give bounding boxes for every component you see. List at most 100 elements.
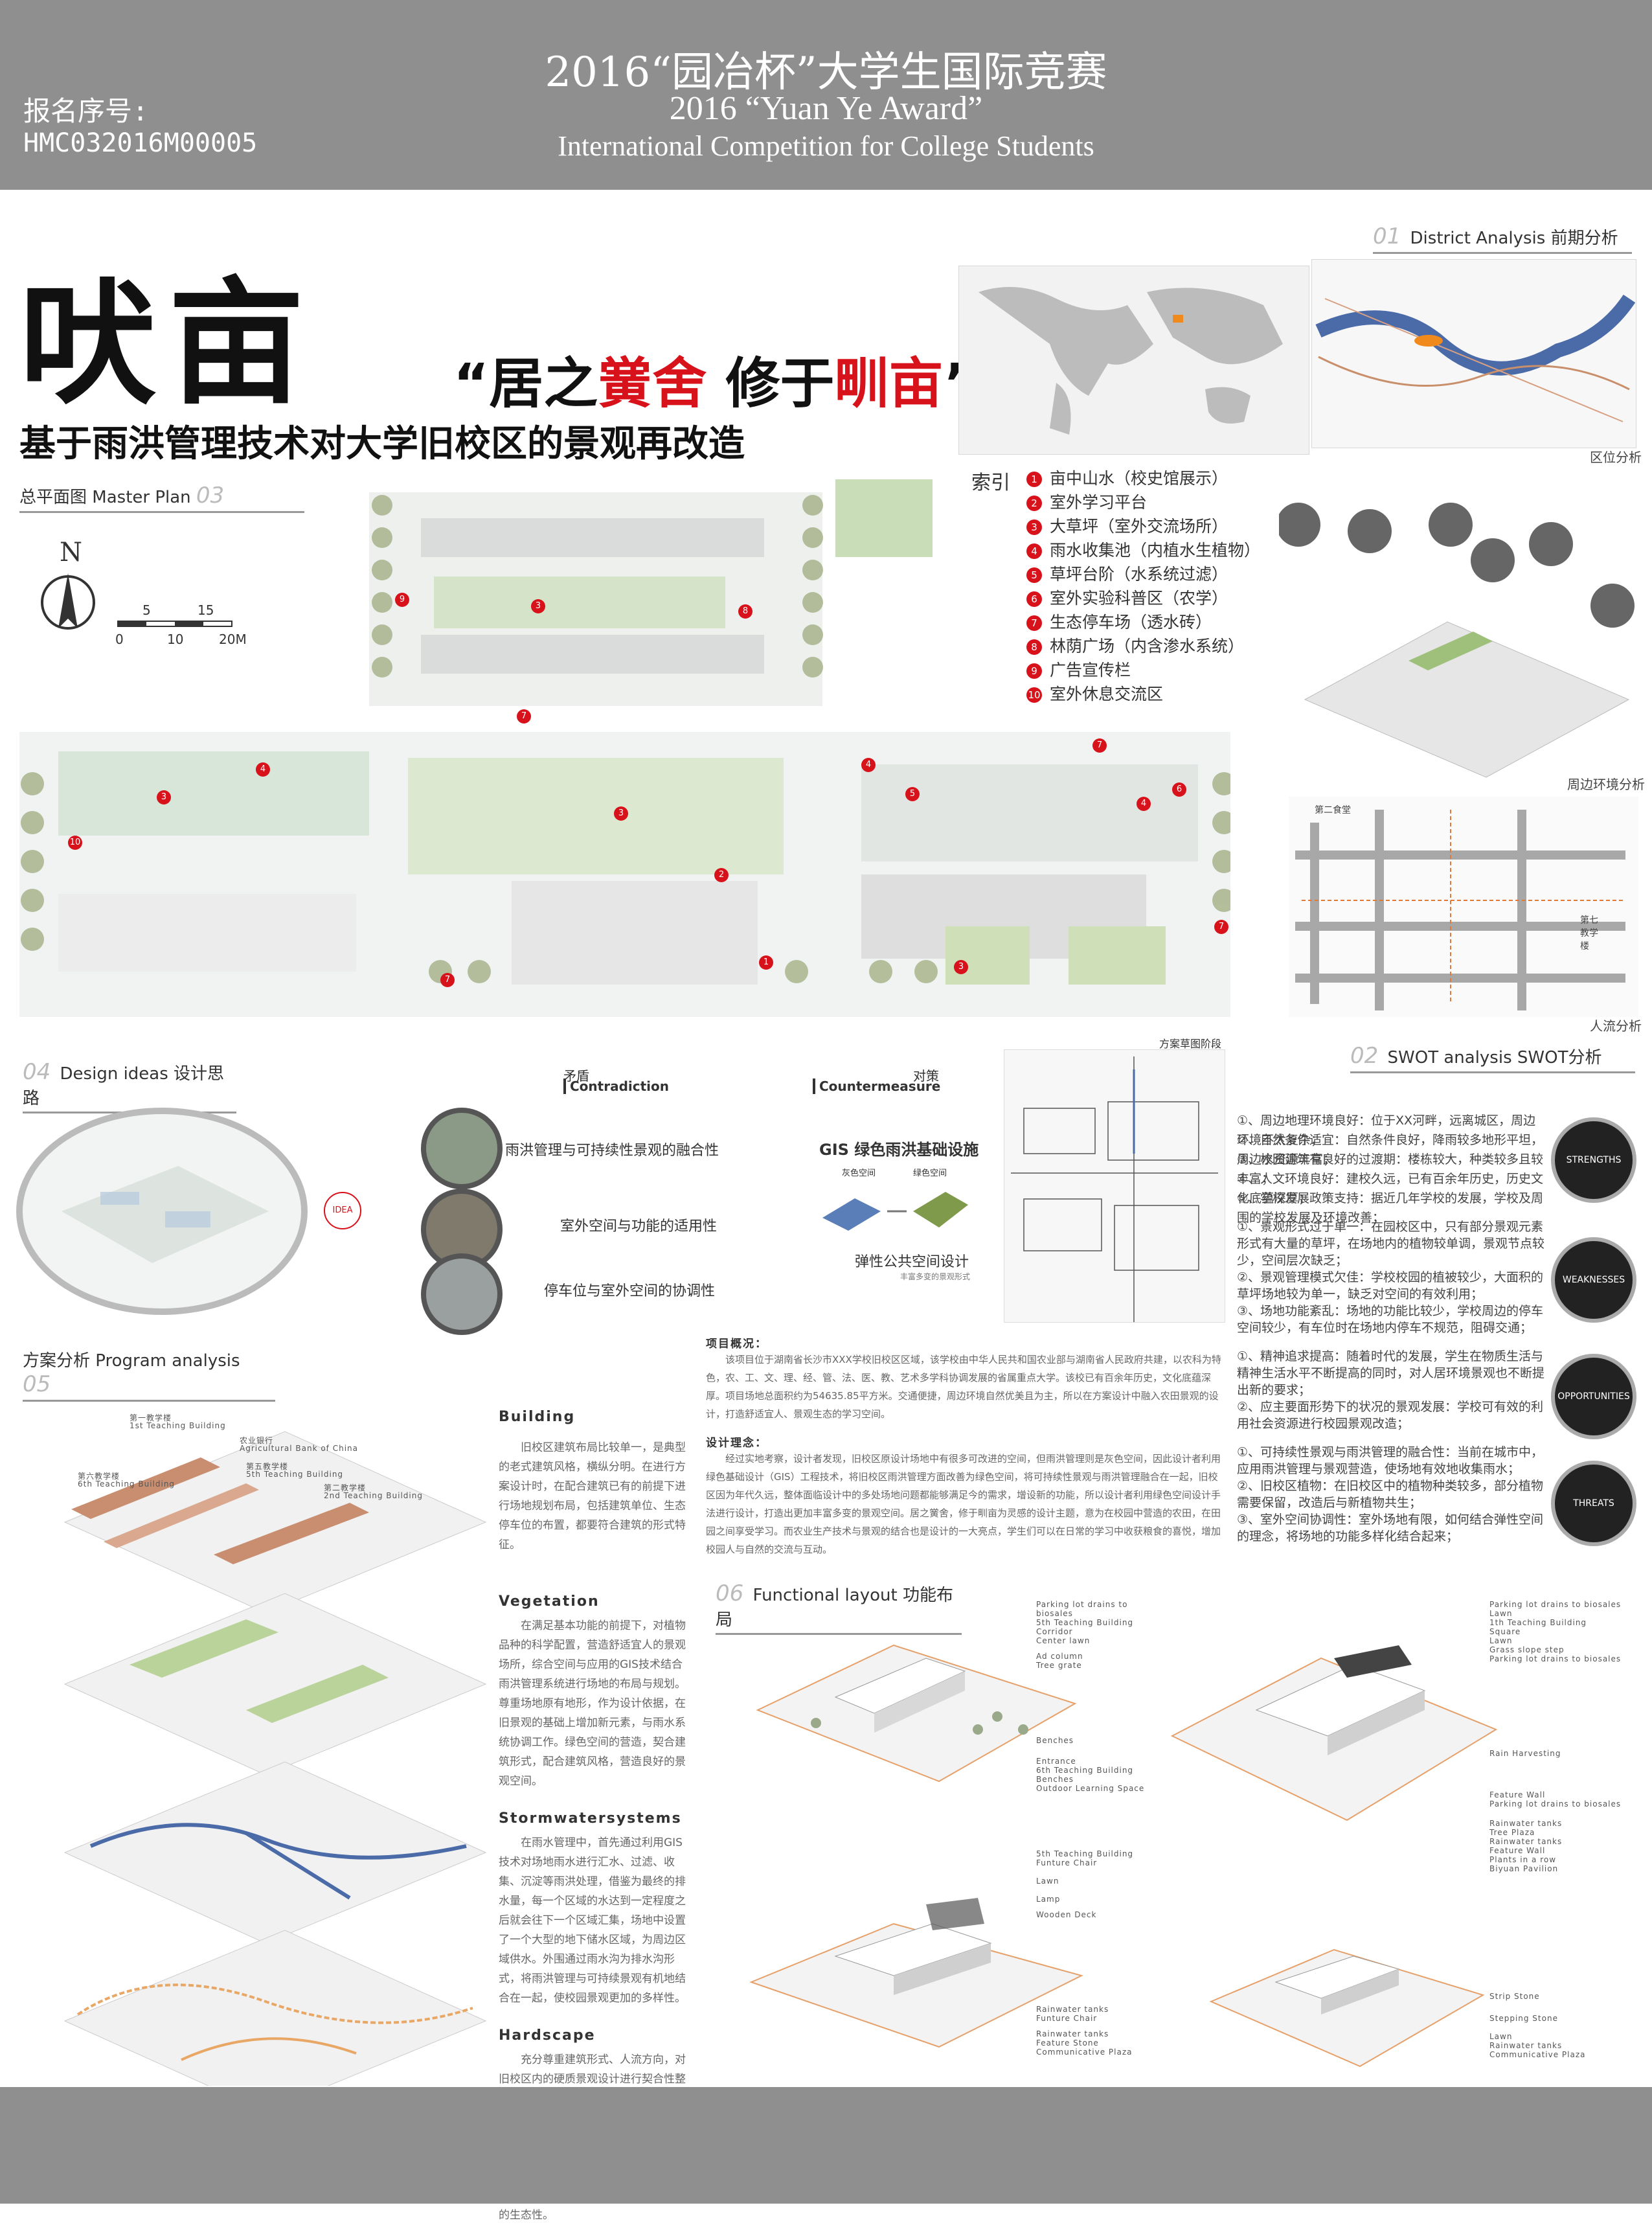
iso-label: 第五教学楼 bbox=[246, 1462, 289, 1471]
iso-label: 1st Teaching Building bbox=[130, 1421, 226, 1430]
contradiction-photo-1 bbox=[421, 1108, 503, 1189]
plan-marker-7d: 7 bbox=[1214, 920, 1228, 934]
plan-marker-2: 2 bbox=[714, 868, 729, 882]
program-num: 05 bbox=[23, 1371, 51, 1397]
functional-labels-c2: Rainwater tanks Funture Chair Rainwater … bbox=[1036, 2005, 1153, 2057]
stormwater-paragraph: 在雨水管理中，首先通过利用GIS技术对场地雨水进行汇水、过滤、收集、沉淀等雨洪处… bbox=[499, 1836, 686, 2005]
legend-label: 室外实验科普区（农学） bbox=[1050, 589, 1228, 608]
program-heading-cn: 方案分析 bbox=[23, 1351, 91, 1371]
contradiction-cn: 矛盾 bbox=[563, 1068, 589, 1084]
plan-marker-3d: 3 bbox=[954, 960, 968, 974]
swot-row: ②、应主要面形势下的状况的景观发展：学校可有效的利用社会资源进行校园景观改造； bbox=[1237, 1400, 1544, 1431]
func-label: Entrance bbox=[1036, 1757, 1076, 1766]
contradiction-photo-2 bbox=[421, 1189, 503, 1270]
functional-d-svg bbox=[1209, 1948, 1485, 2068]
registration-code: HMC032016M00005 bbox=[23, 128, 258, 158]
gray-space-label: 灰色空间 bbox=[842, 1169, 876, 1178]
gis-diagram-svg bbox=[822, 1192, 968, 1231]
program-heading: 方案分析 Program analysis 05 bbox=[23, 1347, 275, 1402]
scale-5: 5 bbox=[142, 602, 151, 618]
ideas-num: 04 bbox=[23, 1059, 51, 1085]
legend-label: 亩中山水（校史馆展示） bbox=[1050, 469, 1228, 488]
iso-label: 第一教学楼 bbox=[130, 1413, 172, 1422]
plan-marker-3a: 3 bbox=[531, 599, 545, 613]
poster-subtitle: 基于雨洪管理技术对大学旧校区的景观再改造 bbox=[19, 423, 745, 465]
area-analysis-label: 区位分析 bbox=[1590, 450, 1642, 465]
functional-drawing-c bbox=[745, 1898, 1094, 2053]
sketch-drawing-svg bbox=[1011, 1056, 1218, 1322]
plan-marker-3c: 3 bbox=[614, 806, 628, 821]
func-label: Benches bbox=[1036, 1736, 1074, 1745]
contradiction-3: 停车位与室外空间的协调性 bbox=[544, 1283, 716, 1299]
swot-list: ①、周边地理环境良好：位于XX河畔，远离城区，周边环境不太复杂； ②、自然条件适… bbox=[1237, 1111, 1548, 1545]
district-heading-en: District Analysis bbox=[1410, 229, 1546, 248]
program-text: Building 旧校区建筑布局比较单一，是典型的老式建筑风格，横纵分明。在进行… bbox=[499, 1409, 693, 2225]
functional-labels-b2: Rain Harvesting Feature Wall Parking lot… bbox=[1489, 1749, 1625, 1873]
gis-diagram bbox=[816, 1179, 971, 1237]
header-band bbox=[0, 0, 1652, 190]
func-label: Feature Stone bbox=[1036, 2038, 1099, 2048]
overview-paragraph: 该项目位于湖南省长沙市XXX学校旧校区区域，该学校由中华人民共和国农业部与湖南省… bbox=[706, 1354, 1221, 1420]
stormwater-heading: Stormwatersystems bbox=[499, 1810, 682, 1827]
func-label: Center lawn bbox=[1036, 1636, 1091, 1645]
legend-label: 大草坪（室外交流场所） bbox=[1050, 517, 1228, 536]
functional-labels-d: Strip Stone Stepping Stone Lawn Rainwate… bbox=[1489, 1992, 1619, 2059]
func-label: Biyuan Pavilion bbox=[1489, 1864, 1559, 1873]
functional-a-svg bbox=[756, 1644, 1077, 1783]
legend-label: 广告宣传栏 bbox=[1050, 661, 1131, 679]
swot-heading-text: SWOT analysis SWOT分析 bbox=[1387, 1048, 1602, 1067]
sketch-label: 方案草图阶段 bbox=[1159, 1038, 1222, 1050]
masterplan-heading-cn: 总平面图 bbox=[19, 488, 87, 507]
swot-num: 02 bbox=[1350, 1043, 1379, 1069]
registration-label: 报名序号: bbox=[23, 95, 149, 127]
func-label: Rainwater tanks bbox=[1036, 2005, 1109, 2014]
functional-drawing-a bbox=[751, 1619, 1088, 1788]
functional-num: 06 bbox=[716, 1580, 744, 1606]
func-label: Lawn bbox=[1489, 1609, 1513, 1618]
surroundings-label: 周边环境分析 bbox=[1567, 777, 1645, 792]
legend-label: 草坪台阶（水系统过滤） bbox=[1050, 565, 1228, 584]
legend-label: 林荫广场（内含渗水系统） bbox=[1050, 637, 1245, 656]
contradiction-en: Contradiction bbox=[563, 1078, 669, 1094]
plan-marker-7b: 7 bbox=[440, 973, 455, 987]
swot-row: ③、室外空间协调性：室外场地有限，如何结合弹性空间的理念，将场地的功能多样化结合… bbox=[1237, 1512, 1544, 1544]
program-iso-drawings: 第一教学楼 1st Teaching Building 农业银行 Agricul… bbox=[52, 1406, 492, 2112]
plan-marker-6: 6 bbox=[1172, 782, 1186, 797]
swot-row: ⑤、学校发展政策支持：据近几年学校的发展，学校及周围的学校发展及环境改善； bbox=[1237, 1191, 1544, 1225]
func-label: Strip Stone bbox=[1489, 1992, 1540, 2001]
func-label: Outdoor Learning Space bbox=[1036, 1784, 1145, 1793]
overview-heading: 项目概况： bbox=[706, 1338, 767, 1351]
plan-marker-5: 5 bbox=[905, 787, 920, 801]
ideas-heading-cn: 设计思路 bbox=[23, 1064, 225, 1108]
legend-dot: 2 bbox=[1026, 496, 1042, 511]
elastic-label: 弹性公共空间设计 bbox=[855, 1254, 969, 1270]
surroundings-svg bbox=[1276, 503, 1635, 778]
legend-title: 索引 bbox=[971, 472, 1010, 494]
legend-dot: 10 bbox=[1026, 687, 1042, 703]
plan-legend: 索引 bbox=[971, 466, 1256, 495]
swot-row: ④、人文环境良好：建校久远，已有百余年历史，历史文化底蕴深厚； bbox=[1237, 1172, 1544, 1205]
contradiction-1: 雨洪管理与可持续性景观的融合性 bbox=[505, 1143, 719, 1159]
elastic-sub-label: 丰富多变的景观形式 bbox=[900, 1272, 971, 1281]
program-heading-en: Program analysis bbox=[95, 1351, 240, 1371]
functional-c-svg bbox=[749, 1898, 1083, 2048]
plan-marker-8: 8 bbox=[738, 604, 752, 619]
masterplan-num: 03 bbox=[196, 483, 225, 508]
poster-title: 吠亩 bbox=[19, 263, 318, 423]
master-plan-drawing: 3 8 9 7 4 3 10 3 2 1 7 4 5 7 6 4 3 7 bbox=[19, 479, 1236, 1017]
competition-title-cn: 2016“园冶杯”大学生国际竞赛 bbox=[545, 49, 1107, 97]
green-space-label: 绿色空间 bbox=[913, 1169, 947, 1178]
ideas-heading-en: Design ideas bbox=[60, 1064, 168, 1084]
func-label: Ad column bbox=[1036, 1652, 1083, 1661]
functional-heading-en: Functional layout bbox=[752, 1586, 898, 1605]
sketch-drawing bbox=[1004, 1049, 1225, 1323]
swot-row: ②、旧校区植物：在旧校区中的植物种类较多，部分植物需要保留，改造后与新植物共生； bbox=[1237, 1479, 1544, 1510]
scale-bar bbox=[117, 621, 232, 627]
legend-dot: 8 bbox=[1026, 639, 1042, 655]
